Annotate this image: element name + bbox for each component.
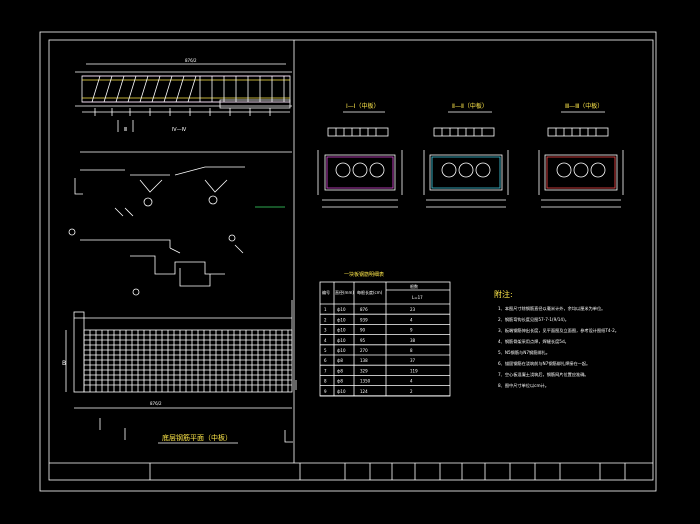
table-cell: 90 bbox=[360, 328, 366, 333]
table-cell: 138 bbox=[360, 358, 368, 363]
table-cell: 6 bbox=[324, 358, 327, 363]
table-cell: 38 bbox=[410, 338, 416, 343]
table-cell: 1 bbox=[324, 307, 327, 312]
outer-frame bbox=[39, 31, 657, 492]
table-cell: 124 bbox=[360, 389, 368, 394]
svg-text:Ⅲ: Ⅲ bbox=[124, 127, 127, 133]
table-cell: 8 bbox=[324, 379, 327, 384]
table-cell: ф10 bbox=[337, 348, 346, 353]
table-cell: 4 bbox=[410, 379, 413, 384]
note-item: 6、锚固钢筋在浇筑前与N7钢筋绑扎焊接在一起。 bbox=[498, 360, 590, 367]
top-dim-label: 876/2 bbox=[185, 58, 197, 63]
section-2-title: Ⅱ—Ⅱ（中板） bbox=[452, 102, 488, 110]
table-cell: ф8 bbox=[337, 368, 343, 373]
table-cell: 23 bbox=[410, 307, 416, 312]
table-cell: 37 bbox=[410, 358, 416, 363]
table-header-1: 直径(mm) bbox=[335, 289, 354, 295]
table-subheader: L=17 bbox=[412, 295, 423, 300]
table-cell: 95 bbox=[360, 338, 366, 343]
table-header-0: 编号 bbox=[322, 289, 330, 295]
svg-text:Ⅳ—Ⅳ: Ⅳ—Ⅳ bbox=[172, 127, 187, 133]
plan-title: 底层钢筋平面（中板） bbox=[162, 433, 232, 442]
notes: 附注: 1、本图尺寸除钢筋直径以毫米计外，余均以厘米为单位。 2、钢筋弯钩长度见图… bbox=[494, 289, 619, 389]
table-cell: 939 bbox=[360, 317, 368, 322]
note-item: 7、空心板混凝土浇筑后，钢筋网片位置应准确。 bbox=[498, 371, 589, 378]
table-cell: 2 bbox=[410, 389, 413, 394]
section-2: Ⅱ—Ⅱ（中板） bbox=[423, 102, 509, 208]
table-cell: 8 bbox=[410, 348, 413, 353]
note-item: 1、本图尺寸除钢筋直径以毫米计外，余均以厘米为单位。 bbox=[498, 305, 605, 312]
section-3: Ⅲ—Ⅲ（中板） bbox=[538, 102, 624, 208]
note-item: 5、N5钢筋与N7钢筋绑扎。 bbox=[498, 349, 550, 356]
note-item: 4、钢筋骨架采用点焊，焊缝长度5d。 bbox=[498, 338, 569, 345]
side-dim-label: B bbox=[62, 360, 66, 367]
table-cell: 4 bbox=[324, 338, 327, 343]
table-cell: 329 bbox=[360, 368, 368, 373]
section-3-title: Ⅲ—Ⅲ（中板） bbox=[565, 102, 603, 110]
table-cell: 119 bbox=[410, 368, 418, 373]
section-1: Ⅰ—Ⅰ（中板） bbox=[317, 102, 403, 208]
table-cell: 3 bbox=[324, 328, 327, 333]
title-block bbox=[49, 462, 653, 480]
table-cell: ф10 bbox=[337, 338, 346, 343]
table-cell: 9 bbox=[324, 389, 327, 394]
table-cell: 9 bbox=[410, 328, 413, 333]
plan-grid: B 876/2 bbox=[62, 300, 297, 443]
table-cell: 7 bbox=[324, 368, 327, 373]
notes-title: 附注: bbox=[494, 289, 513, 299]
section-1-title: Ⅰ—Ⅰ（中板） bbox=[346, 102, 380, 110]
note-item: 8、图中尺寸单位以cm计。 bbox=[498, 382, 549, 389]
table-cell: 876 bbox=[360, 307, 368, 312]
table-header-2: 每根长度(cm) bbox=[357, 289, 383, 295]
table-cell: ф10 bbox=[337, 307, 346, 312]
table-cell: ф10 bbox=[337, 328, 346, 333]
table-cell: ф8 bbox=[337, 379, 343, 384]
note-item: 3、板端钢筋伸出长度，见平面图及立面图，参考设计图纸T4-2。 bbox=[498, 327, 619, 334]
bottom-dim-label: 876/2 bbox=[150, 401, 162, 406]
table-cell: 270 bbox=[360, 348, 368, 353]
table-cell: 5 bbox=[324, 348, 327, 353]
table-cell: 1350 bbox=[360, 379, 371, 384]
table-header-3: 根数 bbox=[410, 283, 418, 289]
table-cell: 4 bbox=[410, 317, 413, 322]
rebar-elevation: 876/2 Ⅲ Ⅳ—Ⅳ bbox=[75, 58, 292, 133]
table-title: 一块板钢筋明细表 bbox=[344, 271, 384, 278]
table-cell: ф10 bbox=[337, 389, 346, 394]
table-cell: ф8 bbox=[337, 358, 343, 363]
bar-details bbox=[68, 151, 292, 296]
note-item: 2、钢筋弯钩长度见图57-7-1(9/14)。 bbox=[498, 316, 569, 323]
table-cell: ф10 bbox=[337, 317, 346, 322]
table-cell: 2 bbox=[324, 317, 327, 322]
inner-frame bbox=[48, 39, 654, 481]
